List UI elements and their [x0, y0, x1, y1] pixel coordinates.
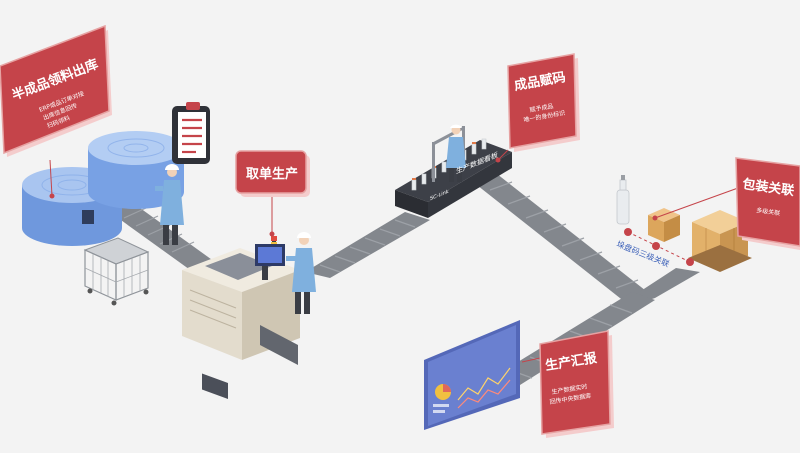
drum-qr-icon	[82, 210, 94, 224]
callout-packaging-line-1: 多级关联	[756, 206, 781, 217]
worker-figure-2	[286, 232, 316, 314]
callout-packaging-title: 包装关联	[741, 176, 795, 199]
worker-figure-1	[155, 164, 184, 245]
storage-drum-right	[88, 131, 184, 209]
callout-take-order-title: 取单生产	[246, 166, 298, 182]
work-order-document-icon	[172, 102, 210, 164]
callout-product-code: 成品赋码 赋予成品 唯一的身份标识	[495, 53, 580, 163]
callout-semi-finished: 半成品领料出库 ERP成品订单对接 出库信息回传 扫码领料	[0, 24, 112, 199]
wire-cage-cart	[83, 237, 150, 306]
callout-take-order: 取单生产	[235, 150, 310, 237]
conveyor-segment-2	[305, 212, 430, 278]
conveyor-segment-3	[468, 170, 655, 306]
worker-figure-3	[446, 124, 466, 182]
conveyor-label: 垛盘码三级关联	[615, 239, 671, 269]
production-machine	[182, 236, 300, 399]
callout-packaging: 包装关联 多级关联	[652, 157, 800, 250]
small-carton-icon	[648, 208, 680, 242]
product-bottle-icon	[616, 189, 630, 225]
conveyor-segment-4	[630, 268, 700, 298]
callout-report: 生产汇报 生产数据实时 回传中央数据库	[521, 330, 614, 438]
conveyor-segment-1	[100, 195, 215, 272]
packaging-area	[616, 175, 752, 272]
